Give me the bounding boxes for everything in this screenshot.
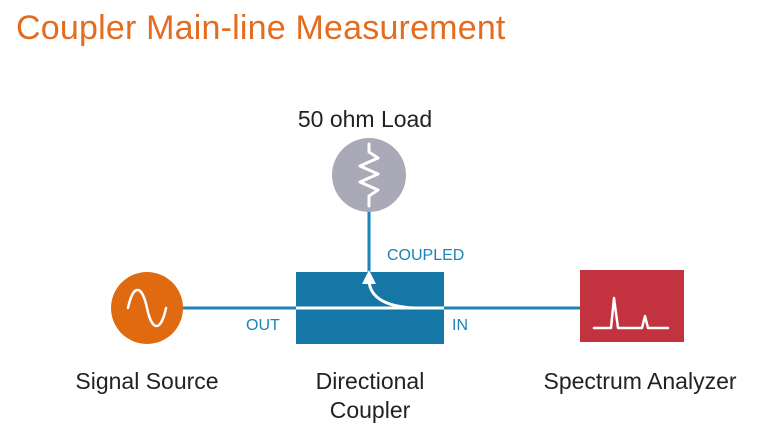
signal-source-label: Signal Source [75, 368, 218, 394]
coupler-label-line2: Coupler [330, 397, 411, 423]
load-resistor-icon [332, 138, 406, 212]
coupled-port-label: COUPLED [387, 247, 464, 264]
spectrum-analyzer-label: Spectrum Analyzer [543, 368, 736, 394]
out-port-label: OUT [246, 317, 280, 334]
load-label: 50 ohm Load [298, 106, 432, 132]
spectrum-analyzer-icon [580, 270, 684, 342]
signal-source-icon [111, 272, 183, 344]
coupler-label-line1: Directional [316, 368, 425, 394]
coupling-arrow-icon [362, 270, 376, 284]
in-port-label: IN [452, 317, 468, 334]
directional-coupler [296, 270, 444, 344]
page-title: Coupler Main-line Measurement [16, 9, 506, 47]
